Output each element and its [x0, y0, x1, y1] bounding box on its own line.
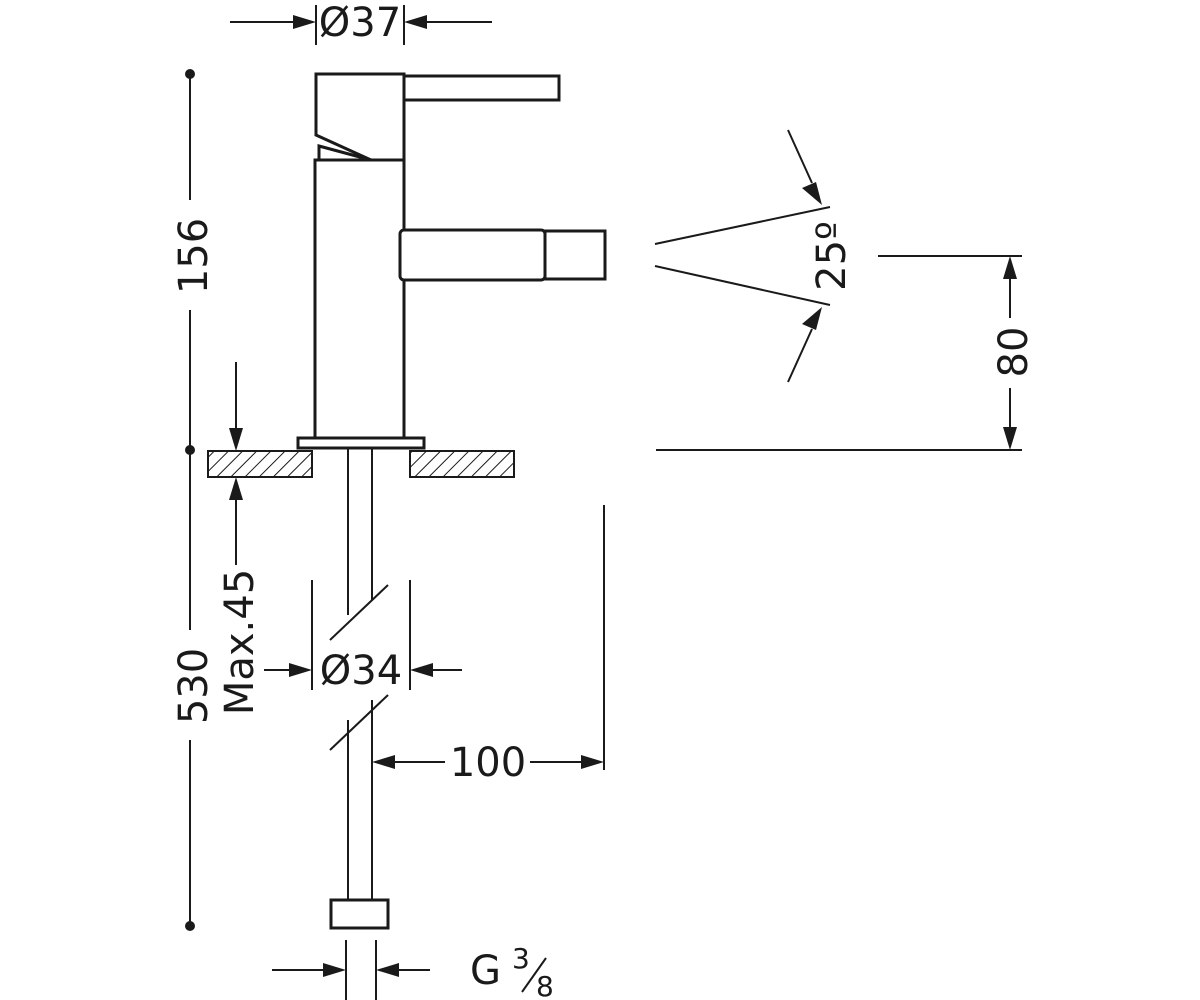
dim-hole-diameter: Ø34 [264, 580, 462, 694]
dim-spout-height: 80 [656, 255, 1037, 451]
faucet-lever-joint [317, 144, 372, 162]
dim-height-left: 156 530 [171, 69, 217, 931]
supply-hose [329, 448, 390, 930]
thread-numerator: 3 [512, 942, 530, 975]
faucet-body [296, 72, 607, 450]
base-offset-label: 100 [450, 740, 526, 786]
dim-spray-angle: 25º [654, 129, 855, 383]
top-diameter-label: Ø37 [319, 0, 401, 46]
spout-height-label: 80 [991, 327, 1037, 378]
thread-prefix-label: G [470, 948, 501, 994]
hose-length-label: 530 [171, 648, 217, 724]
thread-denominator: 8 [536, 970, 554, 1000]
faucet-aerator [543, 229, 607, 281]
dim-top-diameter: Ø37 [230, 0, 492, 46]
angle-label: 25º [809, 221, 855, 291]
faucet-column [313, 158, 406, 444]
faucet-lever-handle [402, 74, 561, 102]
countertop-right-hatch [409, 450, 515, 478]
max-thickness-label: Max.45 [217, 569, 263, 715]
hose-connector [329, 898, 390, 930]
dim-base-offset: 100 [372, 505, 605, 786]
hole-diameter-label: Ø34 [320, 648, 402, 694]
countertop-left-hatch [207, 450, 313, 478]
faucet-base-plate [296, 436, 426, 450]
countertop-section [207, 450, 515, 478]
dim-thread: G 3 8 [272, 940, 554, 1000]
faucet-lever-housing [314, 72, 406, 162]
dim-max-thickness: Max.45 [217, 362, 263, 715]
total-height-label: 156 [171, 218, 217, 294]
faucet-spout [398, 228, 547, 282]
